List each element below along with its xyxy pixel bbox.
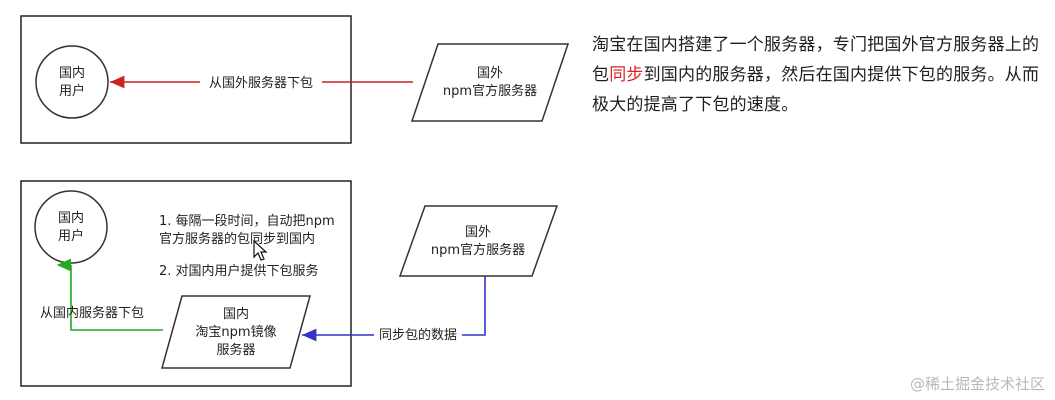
top-arrow-label-bg: [200, 73, 322, 91]
description-highlight: 同步: [609, 65, 644, 85]
bottom-frame: [20, 180, 352, 387]
sync-label: 同步包的数据: [379, 327, 457, 343]
mouse-cursor-icon: [253, 240, 268, 261]
bottom-download-label: 从国内服务器下包: [40, 305, 144, 321]
bottom-download-arrow: [56, 258, 163, 331]
note-1-line1: 1. 每隔一段时间，自动把npm: [159, 213, 335, 229]
top-user-node: 国内 用户: [35, 45, 109, 119]
bottom-user-label-line1: 国内: [58, 210, 84, 226]
mirror-server-line3: 服务器: [216, 342, 255, 358]
description-part2: 到国内的服务器，然后在国内提供下包的服务。从而极大的提高了下包的速度。: [592, 65, 1040, 115]
mirror-server-shape: [161, 295, 311, 369]
top-arrow-label: 从国外服务器下包: [209, 75, 313, 91]
top-foreign-server-shape: [410, 43, 570, 122]
note-2: 2. 对国内用户提供下包服务: [159, 263, 319, 279]
bottom-user-circle: [34, 190, 108, 264]
bottom-foreign-server-line1: 国外: [465, 225, 491, 240]
watermark: @稀土掘金技术社区: [909, 375, 1045, 393]
bottom-foreign-server-line2: npm官方服务器: [431, 242, 525, 258]
bottom-user-label-line2: 用户: [58, 228, 84, 244]
bottom-foreign-server: 国外 npm官方服务器: [398, 205, 559, 277]
top-user-circle: [35, 45, 109, 119]
mirror-server-line1: 国内: [223, 306, 249, 322]
bottom-user-node: 国内 用户: [34, 190, 108, 264]
bottom-foreign-server-shape: [398, 205, 559, 277]
mirror-server-line2: 淘宝npm镜像: [195, 325, 276, 340]
top-foreign-server: 国外 npm官方服务器: [410, 43, 570, 122]
top-foreign-server-line2: npm官方服务器: [443, 83, 537, 99]
description-text: 淘宝在国内搭建了一个服务器，专门把国外官方服务器上的包同步到国内的服务器，然后在…: [592, 30, 1054, 120]
description-part1: 淘宝在国内搭建了一个服务器，专门把国外官方服务器上的包: [592, 35, 1040, 85]
top-foreign-server-line1: 国外: [477, 66, 503, 81]
top-user-label-line2: 用户: [59, 83, 85, 99]
note-1-line2: 官方服务器的包同步到国内: [159, 231, 315, 247]
sync-arrow: [302, 276, 486, 342]
mirror-server-node: 国内 淘宝npm镜像 服务器: [161, 295, 311, 369]
top-frame: [20, 15, 352, 144]
sync-label-bg: [374, 325, 462, 343]
top-user-label-line1: 国内: [59, 65, 85, 81]
